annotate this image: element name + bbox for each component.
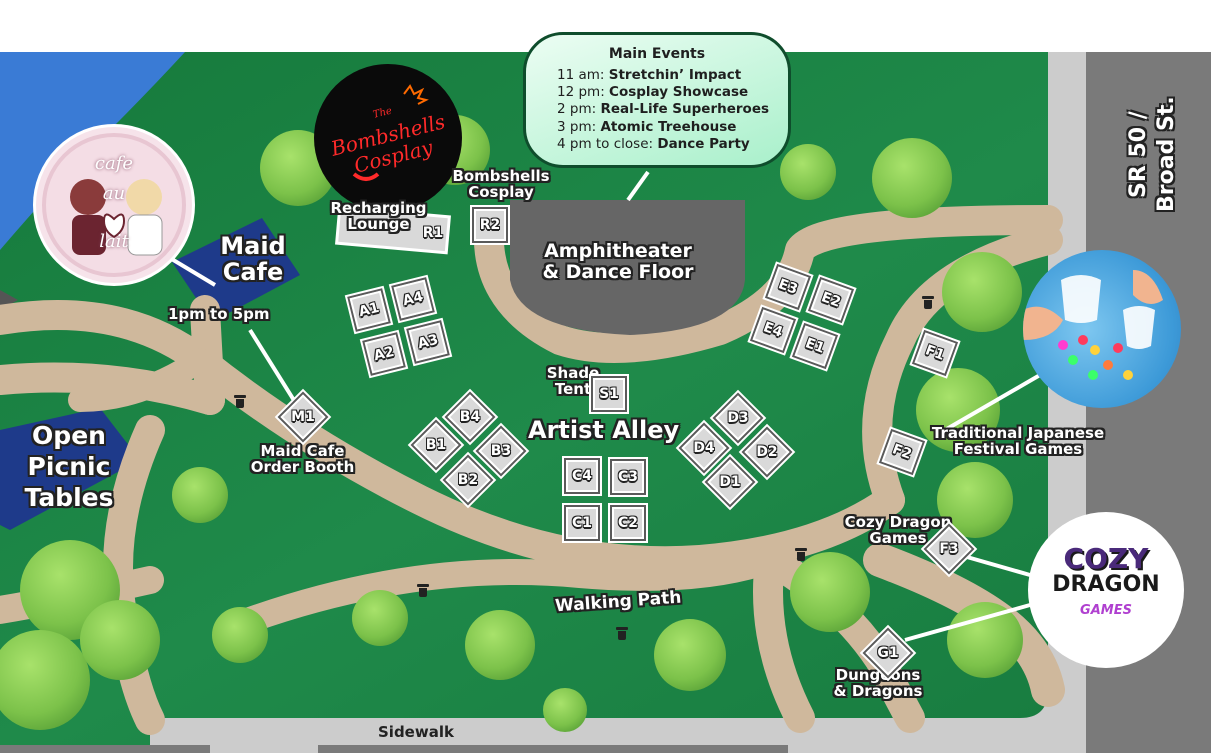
pond	[0, 52, 185, 250]
sidewalk-label: Sidewalk	[378, 723, 454, 741]
booth-c3[interactable]: C3	[612, 461, 644, 493]
booth-c1[interactable]: C1	[566, 507, 598, 539]
recharging-lounge-label: Recharging Lounge	[330, 199, 427, 234]
cozy-dragon-label: Cozy Dragon Games	[844, 513, 952, 548]
trash-can-icon	[795, 548, 807, 561]
picnic-area	[0, 408, 140, 530]
cafe-logo-art	[42, 133, 186, 277]
bombshells-cosplay-label: Bombshells Cosplay	[452, 167, 550, 202]
cozy-dragon-logo: COZY DRAGON GAMES	[1028, 512, 1184, 668]
maid-cafe-order-booth-label: Maid Cafe Order Booth	[250, 442, 355, 477]
trash-can-icon	[417, 584, 429, 597]
maid-cafe-label: Maid Cafe	[220, 232, 286, 286]
japanese-games-label: Traditional Japanese Festival Games	[931, 424, 1105, 459]
street-label-line2: Broad St.	[1154, 96, 1179, 212]
booth-c2[interactable]: C2	[612, 507, 644, 539]
trash-can-icon	[922, 296, 934, 309]
booth-r2[interactable]: R2	[474, 209, 506, 241]
cozy-dragon-logo-text: COZY DRAGON GAMES	[1052, 542, 1160, 619]
walking-paths	[0, 205, 1065, 735]
event-item: 11 am: Stretchin’ Impact	[557, 67, 742, 83]
event-item: 4 pm to close: Dance Party	[557, 135, 750, 152]
bomb-icon	[352, 84, 429, 181]
water-balls-icon	[1023, 270, 1163, 380]
booth-c4[interactable]: C4	[566, 460, 598, 492]
main-events-panel: Main Events 11 am: Stretchin’ Impact 12 …	[523, 32, 791, 168]
booth-r1[interactable]: R1	[422, 225, 444, 241]
street-label-line1: SR 50 /	[1126, 111, 1151, 198]
booth-s1[interactable]: S1	[593, 378, 625, 410]
trash-can-icon	[234, 395, 246, 408]
shade-tent-label: Shade Tent	[546, 364, 600, 399]
artist-alley-label: Artist Alley	[528, 416, 680, 444]
main-events-title: Main Events	[608, 46, 706, 62]
cafe-au-lait-logo: cafe au lait	[33, 124, 195, 286]
trash-can-icon	[616, 627, 628, 640]
event-item: 3 pm: Atomic Treehouse	[557, 118, 737, 135]
amphitheater-label: Amphitheater & Dance Floor	[542, 240, 694, 283]
event-item: 2 pm: Real-Life Superheroes	[557, 101, 770, 118]
festival-games-photo	[1023, 250, 1181, 408]
open-picnic-label: Open Picnic Tables	[24, 421, 114, 512]
bombshells-logo: The Bombshells Cosplay	[314, 64, 462, 212]
dnd-label: Dungeons & Dragons	[833, 666, 923, 701]
main-events-list: 11 am: Stretchin’ Impact 12 pm: Cosplay …	[526, 67, 788, 153]
amphitheater	[510, 200, 745, 335]
maid-cafe-hours: 1pm to 5pm	[168, 305, 270, 323]
cafe-logo-text: cafe au lait	[94, 153, 134, 252]
event-item: 12 pm: Cosplay Showcase	[557, 84, 749, 101]
